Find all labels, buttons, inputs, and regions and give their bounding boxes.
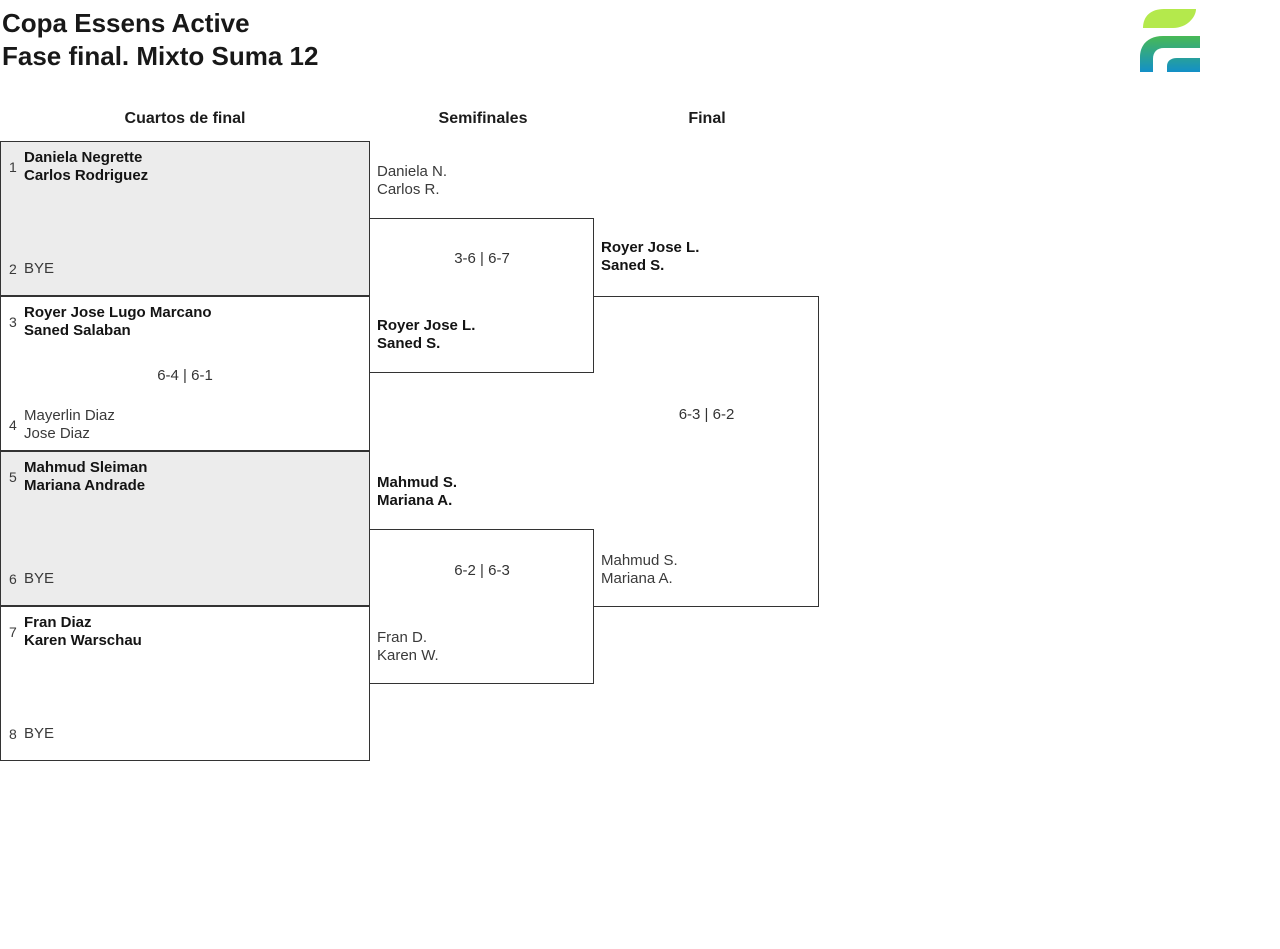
player-name: Mariana A. bbox=[601, 570, 673, 587]
player-name: Carlos Rodriguez bbox=[24, 167, 149, 184]
page-title-line2: Fase final. Mixto Suma 12 bbox=[2, 41, 319, 71]
seed-number: 6 bbox=[9, 570, 17, 587]
semifinal-2-connector bbox=[370, 529, 594, 684]
logo-leaf-shape bbox=[1143, 9, 1196, 28]
player-name: Mayerlin Diaz bbox=[24, 407, 115, 424]
seed-number: 3 bbox=[9, 314, 17, 330]
bye-label: BYE bbox=[24, 260, 55, 277]
column-header-semifinals: Semifinales bbox=[438, 110, 528, 127]
sf1-team-bottom: Royer Jose L. Saned S. bbox=[377, 317, 475, 353]
final-team-top: Royer Jose L. Saned S. bbox=[601, 239, 699, 275]
player-name: Mahmud S. bbox=[601, 552, 678, 569]
final-team-bottom: Mahmud S. Mariana A. bbox=[601, 552, 678, 588]
sf1-team-top: Daniela N. Carlos R. bbox=[377, 163, 447, 199]
qf4-team-top: 7 Fran Diaz Karen Warschau bbox=[9, 614, 142, 650]
qf1-team-bottom-bye: 2 BYE bbox=[9, 260, 54, 277]
player-name: Carlos R. bbox=[377, 181, 440, 198]
player-name: Saned Salaban bbox=[24, 322, 131, 339]
seed-number: 1 bbox=[9, 159, 17, 175]
bye-label: BYE bbox=[24, 725, 55, 742]
qf2-team-top: 3 Royer Jose Lugo Marcano Saned Salaban bbox=[9, 304, 212, 340]
match-quarterfinal-2: 3 Royer Jose Lugo Marcano Saned Salaban … bbox=[0, 296, 370, 451]
player-name: Saned S. bbox=[601, 257, 665, 274]
seed-number: 2 bbox=[9, 260, 17, 277]
player-name: Mariana A. bbox=[377, 492, 453, 509]
final-connector bbox=[594, 296, 819, 607]
sf2-score: 6-2 | 6-3 bbox=[454, 562, 510, 579]
match-quarterfinal-3: 5 Mahmud Sleiman Mariana Andrade 6 BYE bbox=[0, 451, 370, 606]
column-header-quarterfinals: Cuartos de final bbox=[124, 110, 246, 127]
qf3-team-top: 5 Mahmud Sleiman Mariana Andrade bbox=[9, 459, 147, 495]
seed-number: 7 bbox=[9, 624, 17, 640]
player-name: Royer Jose L. bbox=[601, 239, 700, 256]
match-quarterfinal-4: 7 Fran Diaz Karen Warschau 8 BYE bbox=[0, 606, 370, 761]
sf1-score: 3-6 | 6-7 bbox=[454, 250, 510, 267]
match-quarterfinal-1: 1 Daniela Negrette Carlos Rodriguez 2 BY… bbox=[0, 141, 370, 296]
sf2-team-top: Mahmud S. Mariana A. bbox=[377, 474, 457, 510]
seed-number: 8 bbox=[9, 725, 17, 742]
player-name: Jose Diaz bbox=[24, 425, 90, 442]
player-name: Saned S. bbox=[377, 335, 441, 352]
player-name: Fran D. bbox=[377, 629, 428, 646]
player-name: Karen W. bbox=[377, 647, 439, 664]
player-name: Mariana Andrade bbox=[24, 477, 146, 494]
qf1-team-top: 1 Daniela Negrette Carlos Rodriguez bbox=[9, 149, 148, 185]
player-name: Royer Jose L. bbox=[377, 317, 476, 334]
player-name: Mahmud S. bbox=[377, 474, 458, 491]
player-name: Royer Jose Lugo Marcano bbox=[24, 304, 212, 321]
sf2-team-bottom: Fran D. Karen W. bbox=[377, 629, 439, 665]
qf4-team-bottom-bye: 8 BYE bbox=[9, 725, 54, 742]
bye-label: BYE bbox=[24, 570, 55, 587]
page-title-line1: Copa Essens Active bbox=[2, 8, 250, 38]
logo-a-bottom-shape bbox=[1167, 58, 1200, 72]
seed-number: 4 bbox=[9, 417, 17, 433]
player-name: Daniela Negrette bbox=[24, 149, 143, 166]
final-score: 6-3 | 6-2 bbox=[678, 406, 735, 423]
player-name: Daniela N. bbox=[377, 163, 448, 180]
page-title: Copa Essens Active Fase final. Mixto Sum… bbox=[2, 7, 318, 73]
player-name: Mahmud Sleiman bbox=[24, 459, 148, 476]
player-name: Fran Diaz bbox=[24, 614, 92, 631]
seed-number: 5 bbox=[9, 469, 17, 485]
qf2-team-bottom: 4 Mayerlin Diaz Jose Diaz bbox=[9, 407, 115, 443]
match-score: 6-4 | 6-1 bbox=[157, 367, 213, 384]
column-header-final: Final bbox=[688, 110, 726, 127]
logo-a-top-shape bbox=[1140, 36, 1200, 72]
semifinal-1-connector bbox=[370, 218, 594, 373]
player-name: Karen Warschau bbox=[24, 632, 142, 649]
qf3-team-bottom-bye: 6 BYE bbox=[9, 570, 54, 587]
brand-logo bbox=[1140, 9, 1200, 72]
